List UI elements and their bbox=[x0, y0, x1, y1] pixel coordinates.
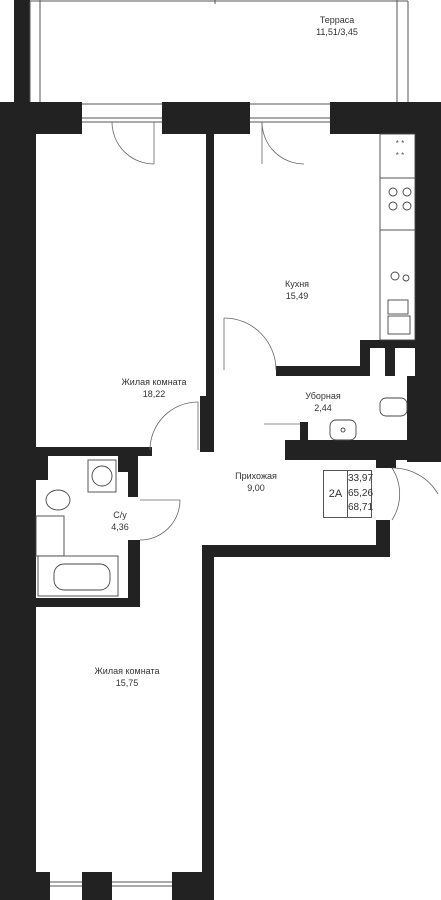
room-area: 9,00 bbox=[247, 483, 265, 493]
total-area-with-terrace: 68,71 bbox=[348, 502, 374, 513]
room-label-living-room-2: Жилая комната 15,75 bbox=[94, 665, 159, 689]
room-name: Кухня bbox=[284, 279, 310, 289]
room-name: Уборная bbox=[305, 391, 341, 401]
room-name: Жилая комната bbox=[121, 377, 187, 387]
room-name: Прихожая bbox=[235, 471, 277, 481]
apartment-badge: 2А 33,97 65,26 68,71 bbox=[323, 470, 374, 518]
room-label-toilet: Уборная 2,44 bbox=[305, 390, 341, 414]
room-name: С/у bbox=[113, 510, 127, 520]
total-area: 65,26 bbox=[348, 487, 374, 499]
room-area: 18,22 bbox=[142, 389, 166, 399]
doors bbox=[111, 121, 439, 541]
room-area: 15,75 bbox=[115, 678, 139, 688]
living-area: 33,97 bbox=[348, 473, 374, 484]
room-label-hallway: Прихожая 9,00 bbox=[235, 470, 277, 494]
apartment-type: 2А bbox=[324, 471, 348, 517]
svg-text:* *: * * bbox=[396, 139, 404, 148]
room-label-kitchen: Кухня 15,49 bbox=[285, 278, 309, 302]
room-area: 2,44 bbox=[314, 403, 332, 413]
room-label-terrace: Терраса 11,51/3,45 bbox=[316, 14, 358, 38]
room-name: Терраса bbox=[319, 15, 355, 25]
room-label-living-room-1: Жилая комната 18,22 bbox=[121, 376, 186, 400]
toilet-room-fixtures bbox=[329, 397, 408, 441]
room-name: Жилая комната bbox=[94, 666, 160, 676]
kitchen-fixtures: * * * * bbox=[379, 133, 416, 341]
interior-walls bbox=[36, 134, 415, 607]
apartment-areas: 33,97 65,26 68,71 bbox=[348, 472, 374, 516]
room-area: 4,36 bbox=[111, 522, 129, 532]
room-area: 11,51/3,45 bbox=[316, 27, 358, 37]
exterior-walls bbox=[0, 102, 441, 900]
room-area: 15,49 bbox=[285, 291, 309, 301]
room-label-bathroom: С/у 4,36 bbox=[111, 509, 129, 533]
windows bbox=[50, 117, 330, 887]
svg-text:* *: * * bbox=[396, 151, 404, 160]
bathroom-fixtures bbox=[35, 459, 119, 597]
